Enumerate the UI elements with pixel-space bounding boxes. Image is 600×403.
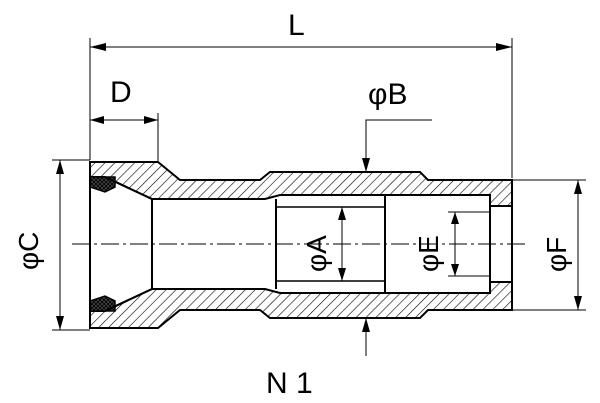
label-B: φB [368, 78, 407, 111]
lower-wall-section [89, 281, 513, 329]
label-F: φF [541, 237, 572, 272]
label-D: D [110, 76, 132, 109]
upper-wall-section [89, 161, 513, 207]
dimension-B-leader [365, 119, 432, 172]
label-A: φA [301, 235, 332, 272]
entry-cone-upper [104, 176, 153, 200]
label-E: φE [413, 235, 444, 272]
label-N1: N 1 [266, 367, 313, 400]
entry-cone-lower [104, 288, 153, 312]
label-C: φC [13, 232, 44, 270]
label-L: L [288, 9, 305, 42]
